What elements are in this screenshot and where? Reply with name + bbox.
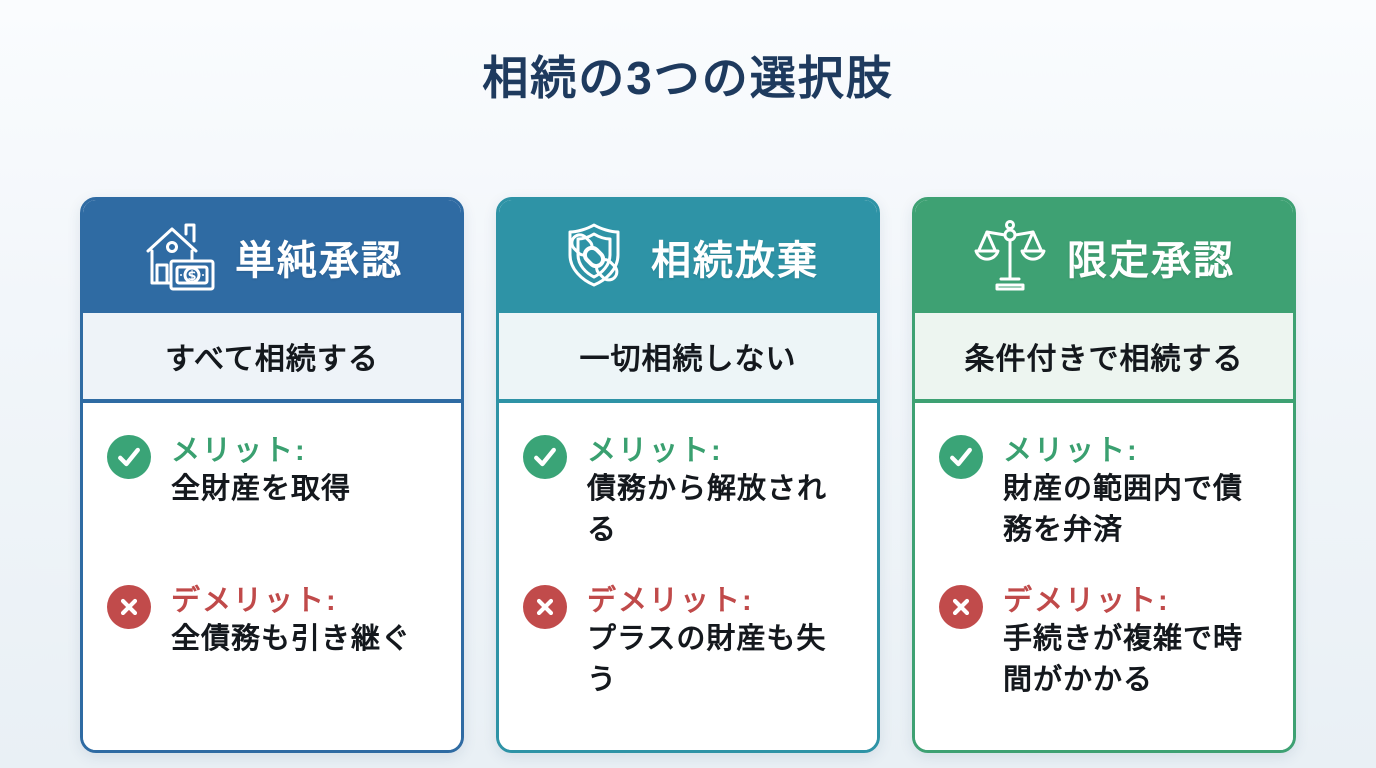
merit-row: メリット: 全財産を取得 [107,433,435,583]
demerit-row: デメリット: 全債務も引き継ぐ [107,583,435,660]
card-limited-acceptance-title: 限定承認 [1067,238,1235,283]
check-icon [939,435,983,479]
x-icon [107,585,151,629]
scales-icon [973,217,1047,297]
card-renunciation-body: メリット: 債務から解放される デメリット: プラスの財産も失う [499,403,877,750]
demerit-text: プラスの財産も失う [587,623,827,696]
options-container: $ 単純承認 すべて相続する メリット: 全財産を取得 [80,197,1296,753]
card-simple-acceptance-subtitle: すべて相続する [83,313,461,403]
demerit-label: デメリット: [1003,585,1170,617]
card-limited-acceptance-subtitle: 条件付きで相続する [915,313,1293,403]
page-title: 相続の3つの選択肢 [482,52,894,104]
demerit-label: デメリット: [587,585,754,617]
shield-chain-icon [557,217,631,297]
check-icon [107,435,151,479]
card-simple-acceptance-title: 単純承認 [235,238,403,283]
card-renunciation-subtitle: 一切相続しない [499,313,877,403]
merit-label: メリット: [587,435,723,467]
card-simple-acceptance-header: $ 単純承認 [83,200,461,313]
card-renunciation-title: 相続放棄 [651,238,819,283]
card-simple-acceptance-body: メリット: 全財産を取得 デメリット: 全債務も引き継ぐ [83,403,461,750]
merit-row: メリット: 債務から解放される [523,433,851,583]
merit-text: 財産の範囲内で債務を弁済 [1003,473,1244,546]
card-simple-acceptance: $ 単純承認 すべて相続する メリット: 全財産を取得 [80,197,464,753]
demerit-row: デメリット: 手続きが複雑で時間がかかる [939,583,1267,700]
merit-row: メリット: 財産の範囲内で債務を弁済 [939,433,1267,583]
x-icon [523,585,567,629]
demerit-text: 全債務も引き継ぐ [171,623,412,656]
merit-text: 全財産を取得 [171,473,352,506]
card-renunciation-header: 相続放棄 [499,200,877,313]
svg-text:$: $ [187,269,196,284]
card-limited-acceptance-header: 限定承認 [915,200,1293,313]
demerit-label: デメリット: [171,585,338,617]
merit-label: メリット: [171,435,307,467]
demerit-row: デメリット: プラスの財産も失う [523,583,851,700]
house-money-icon: $ [141,217,215,297]
card-limited-acceptance: 限定承認 条件付きで相続する メリット: 財産の範囲内で債務を弁済 デメリット: [912,197,1296,753]
x-icon [939,585,983,629]
card-renunciation: 相続放棄 一切相続しない メリット: 債務から解放される デメリット: プラスの [496,197,880,753]
check-icon [523,435,567,479]
demerit-text: 手続きが複雑で時間がかかる [1003,623,1244,696]
merit-label: メリット: [1003,435,1139,467]
merit-text: 債務から解放される [587,473,828,546]
card-limited-acceptance-body: メリット: 財産の範囲内で債務を弁済 デメリット: 手続きが複雑で時間がかかる [915,403,1293,750]
